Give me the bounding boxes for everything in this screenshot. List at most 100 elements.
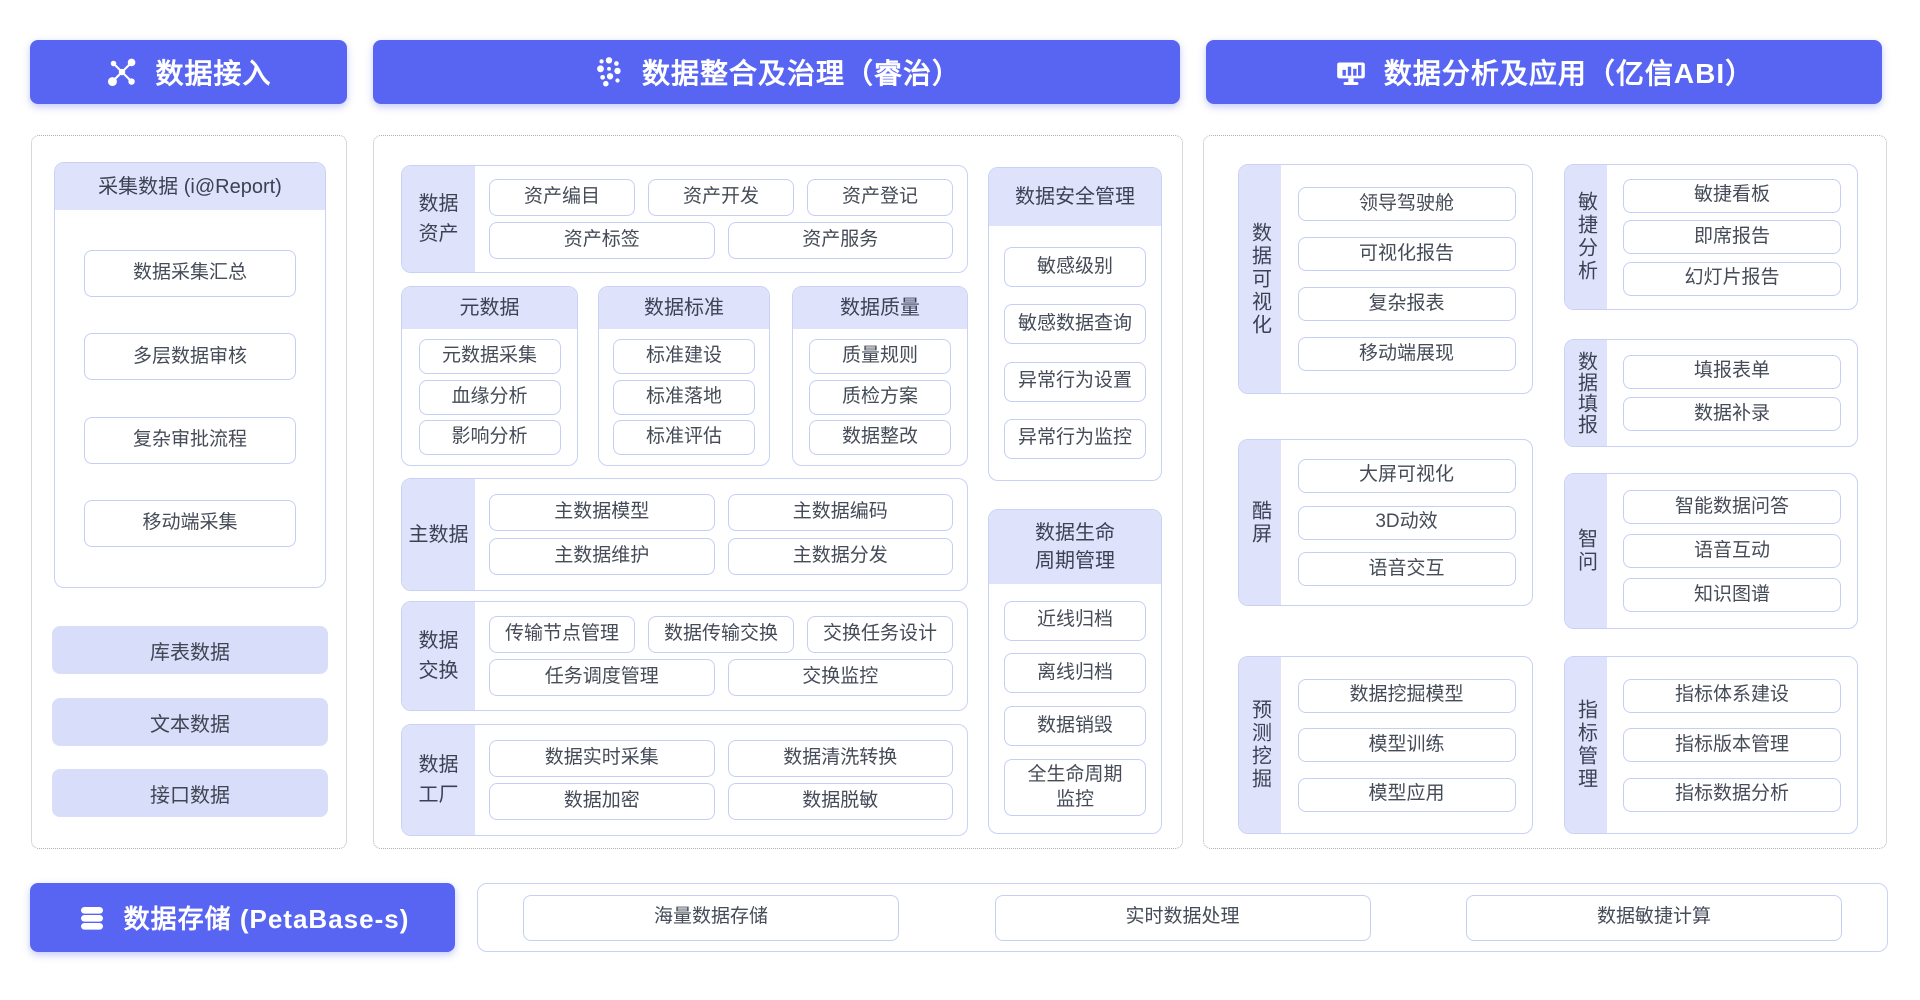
card-indicator-management-label: 指标管理 <box>1565 657 1607 833</box>
section-master-data: 主数据 主数据模型主数据编码 主数据维护主数据分发 <box>401 478 968 591</box>
feature-chip: 数据加密 <box>489 783 715 821</box>
header-data-access-label: 数据接入 <box>155 58 272 89</box>
card-data-filling-label: 数据填报 <box>1565 340 1607 446</box>
section-data-factory: 数据 工厂 数据实时采集数据清洗转换 数据加密数据脱敏 <box>401 724 968 836</box>
section-data-asset: 数据 资产 资产编目资产开发资产登记 资产标签资产服务 <box>401 165 968 273</box>
feature-chip: 智能数据问答 <box>1623 490 1841 524</box>
header-data-governance: 数据整合及治理（睿治） <box>373 40 1180 104</box>
feature-chip: 幻灯片报告 <box>1623 261 1841 296</box>
feature-chip: 主数据维护 <box>489 538 715 575</box>
card-data-standard-title: 数据标准 <box>599 287 769 329</box>
feature-chip: 元数据采集 <box>418 338 561 374</box>
feature-chip: 复杂报表 <box>1297 287 1516 321</box>
feature-chip: 敏感级别 <box>1004 247 1146 288</box>
card-lifecycle: 数据生命 周期管理 近线归档离线归档数据销毁全生命周期 监控 <box>988 509 1162 834</box>
panel-data-access: 采集数据 (i@Report) 数据采集汇总多层数据审核复杂审批流程移动端采集 … <box>31 135 347 849</box>
feature-chip: 指标版本管理 <box>1623 728 1841 762</box>
storage-chip-agile: 数据敏捷计算 <box>1466 894 1842 941</box>
storage-chip-realtime: 实时数据处理 <box>994 894 1371 941</box>
feature-chip: 模型训练 <box>1297 728 1516 762</box>
card-metadata-items: 元数据采集血缘分析影响分析 <box>402 329 577 465</box>
feature-chip: 领导驾驶舱 <box>1297 187 1516 221</box>
feature-chip: 语音交互 <box>1297 552 1516 587</box>
feature-chip: 质检方案 <box>809 379 951 415</box>
feature-chip: 模型应用 <box>1297 777 1516 812</box>
bar-api-data: 接口数据 <box>52 769 328 817</box>
feature-chip: 主数据分发 <box>727 538 953 575</box>
panel-data-governance: 数据 资产 资产编目资产开发资产登记 资产标签资产服务 元数据 元数据采集血缘分… <box>373 135 1183 849</box>
feature-chip: 填报表单 <box>1623 354 1841 389</box>
card-predictive-mining-label: 预测挖掘 <box>1239 657 1281 833</box>
card-data-standard-items: 标准建设标准落地标准评估 <box>599 329 769 465</box>
feature-chip: 质量规则 <box>809 338 951 374</box>
card-metadata: 元数据 元数据采集血缘分析影响分析 <box>401 286 578 466</box>
database-icon <box>76 902 108 934</box>
feature-chip: 数据整改 <box>809 420 951 456</box>
feature-chip: 资产标签 <box>489 221 715 259</box>
feature-chip: 可视化报告 <box>1297 237 1516 271</box>
section-data-asset-body: 资产编目资产开发资产登记 资产标签资产服务 <box>475 166 967 272</box>
card-metadata-title: 元数据 <box>402 287 577 329</box>
card-indicator-management: 指标管理 指标体系建设指标版本管理指标数据分析 <box>1564 656 1858 834</box>
feature-chip: 资产服务 <box>727 221 953 259</box>
card-cool-screen-label: 酷屏 <box>1239 440 1281 605</box>
bar-text-data: 文本数据 <box>52 698 328 746</box>
card-smart-qa: 智问 智能数据问答语音互动知识图谱 <box>1564 473 1858 629</box>
factory-row-2: 数据加密数据脱敏 <box>489 783 953 821</box>
factory-row-1: 数据实时采集数据清洗转换 <box>489 739 953 777</box>
asset-row-1: 资产编目资产开发资产登记 <box>489 179 953 217</box>
storage-capabilities-box: 海量数据存储 实时数据处理 数据敏捷计算 <box>477 883 1888 952</box>
card-data-quality-title: 数据质量 <box>793 287 967 329</box>
card-predictive-mining: 预测挖掘 数据挖掘模型模型训练模型应用 <box>1238 656 1533 834</box>
header-data-analysis: 数据分析及应用（亿信ABI） <box>1206 40 1882 104</box>
card-indicator-management-items: 指标体系建设指标版本管理指标数据分析 <box>1607 657 1857 833</box>
feature-chip: 异常行为设置 <box>1004 361 1146 402</box>
card-security: 数据安全管理 敏感级别敏感数据查询异常行为设置异常行为监控 <box>988 167 1162 481</box>
network-icon <box>105 55 139 89</box>
bar-table-data: 库表数据 <box>52 626 328 674</box>
feature-chip: 数据清洗转换 <box>727 739 953 777</box>
feature-chip: 传输节点管理 <box>489 616 635 653</box>
header-data-access: 数据接入 <box>30 40 347 104</box>
scatter-dots-icon <box>592 55 626 89</box>
feature-chip: 复杂审批流程 <box>84 416 296 464</box>
storage-button-label: 数据存储 (PetaBase-s) <box>123 904 410 934</box>
header-data-analysis-label: 数据分析及应用（亿信ABI） <box>1383 58 1755 89</box>
feature-chip: 资产编目 <box>489 179 635 217</box>
card-security-title: 数据安全管理 <box>989 168 1161 226</box>
feature-chip: 移动端展现 <box>1297 337 1516 371</box>
section-data-asset-label: 数据 资产 <box>402 166 475 272</box>
feature-chip: 资产登记 <box>807 179 953 217</box>
feature-chip: 敏捷看板 <box>1623 178 1841 213</box>
card-smart-qa-items: 智能数据问答语音互动知识图谱 <box>1607 474 1857 628</box>
asset-row-2: 资产标签资产服务 <box>489 221 953 259</box>
storage-chip-mass: 海量数据存储 <box>523 894 899 941</box>
card-agile-analysis-label: 敏捷分析 <box>1565 165 1607 309</box>
card-ireport: 采集数据 (i@Report) 数据采集汇总多层数据审核复杂审批流程移动端采集 <box>54 162 326 588</box>
feature-chip: 数据挖掘模型 <box>1297 678 1516 713</box>
feature-chip: 敏感数据查询 <box>1004 304 1146 345</box>
feature-chip: 标准建设 <box>613 338 755 374</box>
card-agile-analysis-items: 敏捷看板即席报告幻灯片报告 <box>1607 165 1857 309</box>
feature-chip: 标准落地 <box>613 379 755 415</box>
feature-chip: 数据采集汇总 <box>84 250 296 298</box>
feature-chip: 语音互动 <box>1623 534 1841 568</box>
feature-chip: 多层数据审核 <box>84 333 296 381</box>
feature-chip: 标准评估 <box>613 420 755 456</box>
feature-chip: 数据实时采集 <box>489 739 715 777</box>
card-data-visualization-label: 数据可视化 <box>1239 165 1281 393</box>
card-data-quality: 数据质量 质量规则质检方案数据整改 <box>792 286 968 466</box>
card-lifecycle-title: 数据生命 周期管理 <box>989 510 1161 584</box>
feature-chip: 指标体系建设 <box>1623 678 1841 713</box>
section-data-exchange: 数据 交换 传输节点管理数据传输交换交换任务设计 任务调度管理交换监控 <box>401 601 968 711</box>
section-data-factory-label: 数据 工厂 <box>402 725 475 835</box>
section-data-exchange-label: 数据 交换 <box>402 602 475 710</box>
feature-chip: 知识图谱 <box>1623 578 1841 612</box>
feature-chip: 数据脱敏 <box>727 783 953 821</box>
feature-chip: 交换监控 <box>727 659 953 696</box>
feature-chip: 任务调度管理 <box>489 659 715 696</box>
